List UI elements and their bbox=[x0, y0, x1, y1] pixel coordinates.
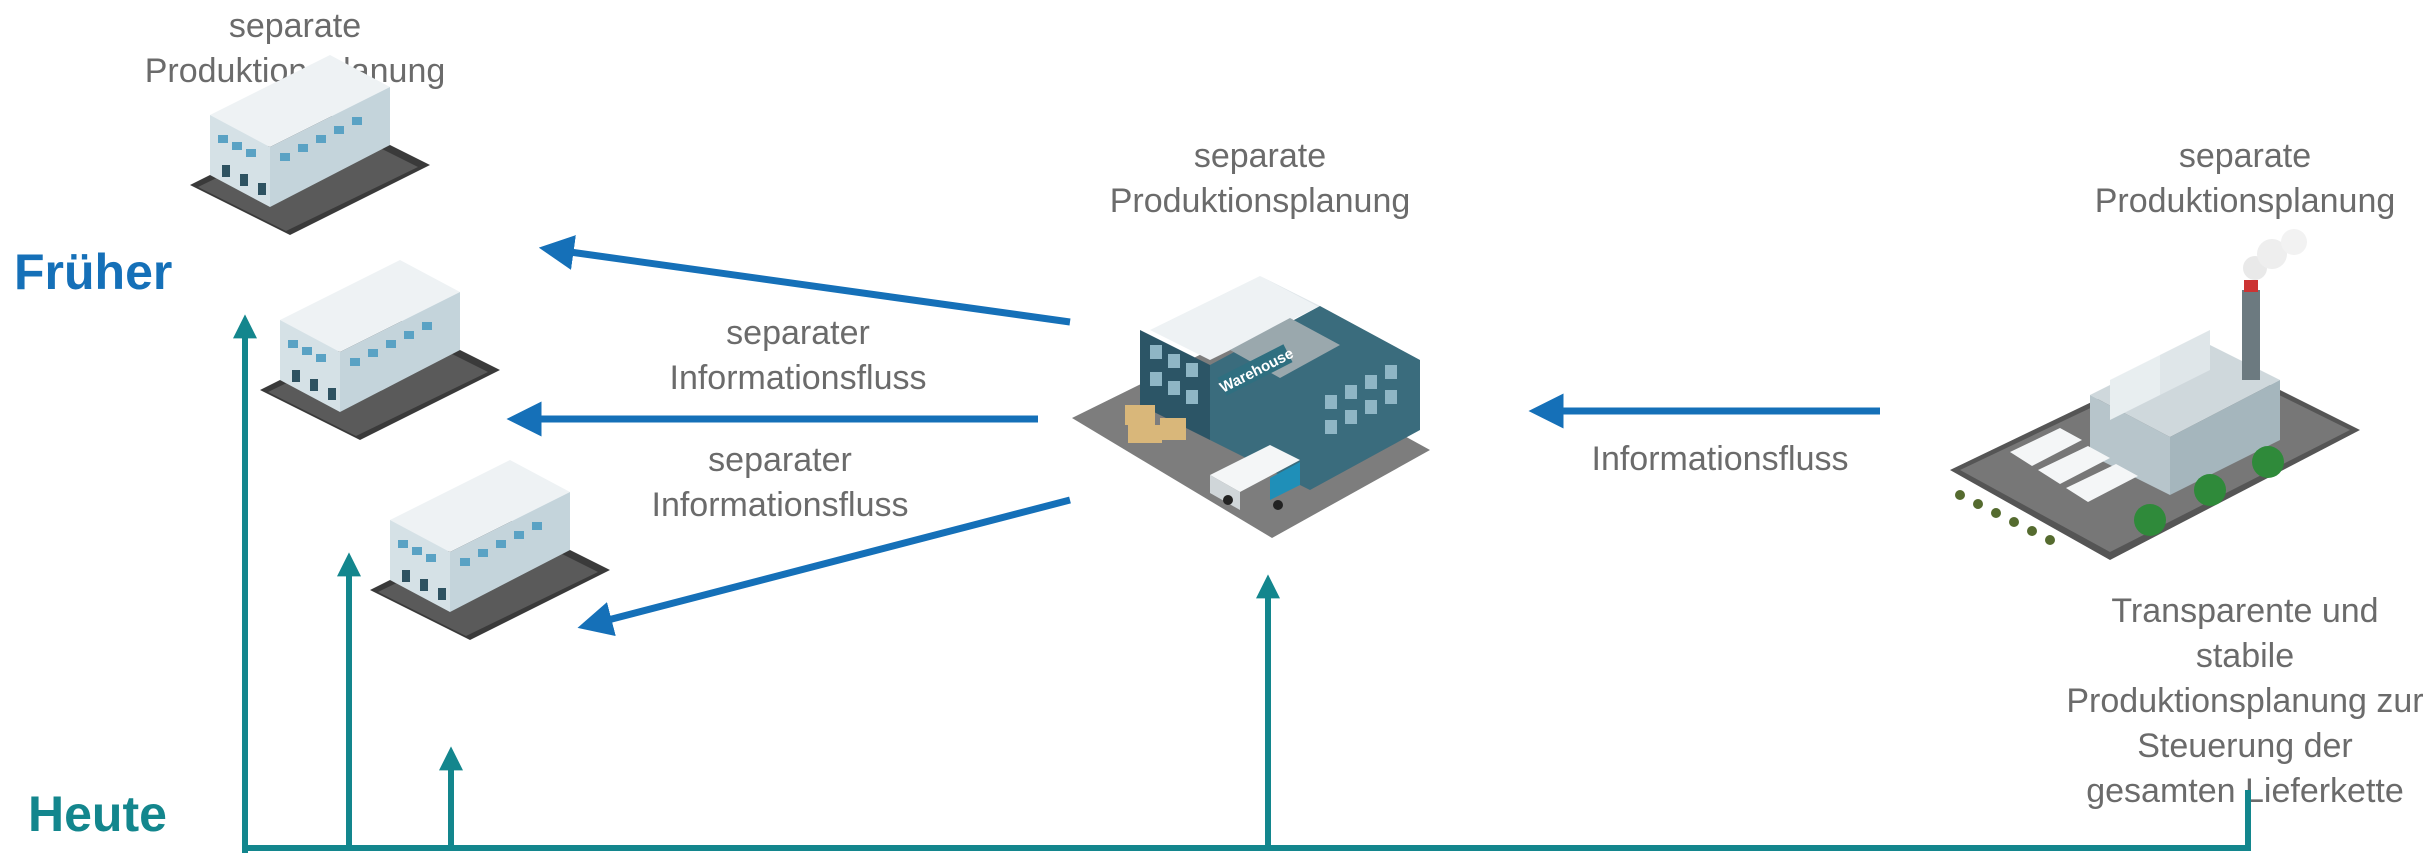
separate-planning-label-3-line-2: Produktionsplanung bbox=[2094, 182, 2396, 220]
small-warehouse-icon-3 bbox=[370, 460, 610, 640]
info-flow-arrows bbox=[506, 235, 1880, 637]
info-flow-label: Informationsfluss bbox=[1591, 440, 1849, 478]
separate-info-flow-label-1-line-2: Informationsfluss bbox=[669, 359, 927, 397]
separate-info-flow-label-2: separater Informationsfluss bbox=[600, 438, 960, 528]
separate-info-flow-label-2-line-1: separater bbox=[708, 441, 852, 479]
separate-info-flow-label-1: separater Informationsfluss bbox=[618, 311, 978, 401]
separate-planning-label-3: separate Produktionsplanung bbox=[2070, 134, 2420, 224]
separate-planning-label-2-line-2: Produktionsplanung bbox=[1109, 182, 1411, 220]
small-warehouse-icon-1 bbox=[190, 55, 430, 235]
frueher-label: Früher bbox=[14, 244, 173, 300]
info-arrow-to-warehouse-3 bbox=[577, 496, 1071, 637]
heute-label: Heute bbox=[28, 786, 167, 842]
info-arrow-to-warehouse-1 bbox=[538, 235, 1071, 326]
central-warehouse-icon: Warehouse bbox=[1072, 276, 1430, 538]
small-warehouse-icon-2 bbox=[260, 260, 500, 440]
separate-info-flow-label-1-line-1: separater bbox=[726, 314, 870, 352]
truck-icon bbox=[1210, 445, 1300, 510]
today-integration-lines bbox=[233, 314, 2251, 853]
today-baseline bbox=[242, 790, 2251, 853]
separate-planning-label-3-line-1: separate bbox=[2178, 137, 2312, 175]
separate-planning-label-2: separate Produktionsplanung bbox=[1085, 134, 1435, 224]
factory-icon bbox=[1950, 229, 2360, 560]
separate-planning-label-2-line-1: separate bbox=[1193, 137, 1327, 175]
separate-info-flow-label-2-line-2: Informationsfluss bbox=[651, 486, 909, 524]
separate-planning-label-1-line-1: separate bbox=[228, 7, 362, 45]
transparent-planning-label: Transparente und stabile Produktionsplan… bbox=[2066, 592, 2423, 810]
